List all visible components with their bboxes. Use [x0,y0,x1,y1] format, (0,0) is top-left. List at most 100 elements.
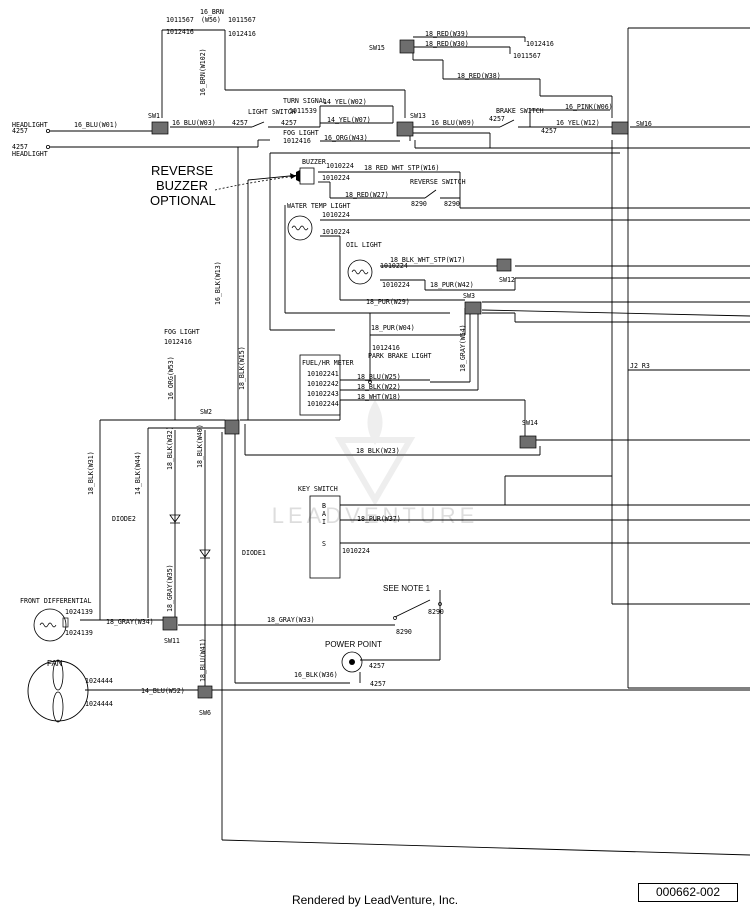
buzzer-label: BUZZER [302,158,326,166]
w04-label: 18_PUR(W04) [371,324,415,332]
fuel-meter-pin-4: 10102244 [307,400,339,408]
oil-lamp-icon [347,259,373,285]
w18-label: 18_WHT(W18) [357,393,401,401]
sw2-label: SW2 [200,408,212,416]
w42-label: 18_PUR(W42) [430,281,474,289]
key-switch-s: S [322,540,326,548]
sw2-block [224,419,240,435]
w25-label: 18_BLU(W25) [357,373,401,381]
w102-label: 16_BRN(W102) [199,48,207,96]
key-switch-i: I [322,518,326,526]
fuel-meter-pin-1: 10102241 [307,370,339,378]
part-number-box: 000662-002 [638,883,738,902]
w40-label: 18_BLK(W40) [196,424,204,468]
front-differential-icon [33,608,67,642]
sw6-label: SW6 [199,709,211,717]
w06-label: 16_PINK(W06) [565,103,613,111]
w30-label: 18_RED(W30) [425,40,469,48]
w56-part-right: 1011567 [228,16,256,24]
fog-light-left-label: FOG LIGHT [164,328,200,336]
fog-light-top-part: 1012416 [283,137,311,145]
fan-icon [27,660,89,722]
w23-label: 18_BLK(W23) [356,447,400,455]
labels: 1011567 1012416 16_BRN (W56) 1011567 101… [12,8,652,717]
reverse-note-line1: REVERSE [151,163,213,178]
front-differential-label: FRONT DIFFERENTIAL [20,597,91,605]
w56-part-left: 1011567 [166,16,194,24]
power-point-part-1: 4257 [369,662,385,670]
park-brake-label: PARK BRAKE LIGHT [368,352,432,360]
water-temp-part-1: 1010224 [322,211,350,219]
fan-part-1: 1024444 [85,677,113,685]
brake-switch-label: BRAKE SWITCH [496,107,544,115]
w09-label: 16_BLU(W09) [431,119,475,127]
w53-label: 16_ORG(W53) [167,356,175,400]
sw14-block [519,435,537,449]
key-switch-a: A [322,510,326,518]
diode2-icon [169,514,181,523]
reverse-note-line3: OPTIONAL [150,193,216,208]
w56-code: (W56) [201,16,221,24]
sw13-block [396,121,414,137]
oil-light-part-1: 1010224 [380,262,408,270]
water-temp-lamp-icon [287,215,313,241]
w56-gauge: 16_BRN [200,8,224,16]
sw15-block [399,39,415,54]
park-brake-part: 1012416 [372,344,400,352]
w15-label: 18_BLK(W15) [238,346,246,390]
see-note-label: SEE NOTE 1 [383,584,431,593]
sw16-label: SW16 [636,120,652,128]
w31-label: 18_BLK(W31) [87,451,95,495]
w33-label: 18_GRAY(W33) [267,616,315,624]
w36-label: 16_BLK(W36) [294,671,338,679]
see-note-part: 8290 [428,608,444,616]
power-point-label: POWER POINT [325,640,382,649]
w17-label: 18_BLK_WHT_STP(W17) [390,256,465,264]
sw1-block [151,121,169,135]
sw15-label: SW15 [369,44,385,52]
w39-label: 18_RED(W39) [425,30,469,38]
sw15-part-1012416: 1012416 [526,40,554,48]
w41-label: 18_BLU(W41) [199,638,207,682]
w32-label: 18_BLK(W32) [166,426,174,470]
w56-part-left2: 1012416 [166,28,194,36]
brake-switch-part: 4257 [489,115,505,123]
fog-light-left-part: 1012416 [164,338,192,346]
w22-label: 18_BLK(W22) [357,383,401,391]
sw11-label: SW11 [164,637,180,645]
w43-label: 16_ORG(W43) [324,134,368,142]
reverse-note-line2: BUZZER [156,178,208,193]
fuel-meter-pin-3: 10102243 [307,390,339,398]
fuel-meter-box [299,354,341,416]
fan-part-2: 1024444 [85,700,113,708]
fuel-meter-label: FUEL/HR METER [302,359,354,367]
footer-credit: Rendered by LeadVenture, Inc. [291,893,459,907]
diode1-label: DIODE1 [242,549,266,557]
fan-label: FAN [47,659,63,668]
w03-label: 16_BLU(W03) [172,119,216,127]
headlight-bottom-part: 4257 [12,143,28,151]
water-temp-label: WATER TEMP LIGHT [287,202,351,210]
sw1-part-4257: 4257 [232,119,248,127]
w27-label: 18_RED(W27) [345,191,389,199]
components [27,167,442,723]
sw15-part-1011567: 1011567 [513,52,541,60]
sw1-label: SW1 [148,112,160,120]
w12-label: 16_YEL(W12) [556,119,600,127]
power-point-icon [341,651,363,673]
w54-label: 18_GRAY(W54) [459,324,467,372]
key-switch-label: KEY SWITCH [298,485,338,493]
wires [46,27,750,856]
w35-label: 18_GRAY(W35) [166,564,174,612]
water-temp-part-2: 1010224 [322,228,350,236]
power-point-part-2: 4257 [370,680,386,688]
w34-label: 18_GRAY(W34) [106,618,154,626]
buzzer-part-1: 1010224 [326,162,354,170]
buzzer-icon [296,170,300,182]
front-diff-part-2: 1024139 [65,629,93,637]
connector-blocks [151,39,629,699]
front-diff-part-1: 1024139 [65,608,93,616]
sw3-block [464,301,482,315]
buzzer-part-2: 1010224 [322,174,350,182]
